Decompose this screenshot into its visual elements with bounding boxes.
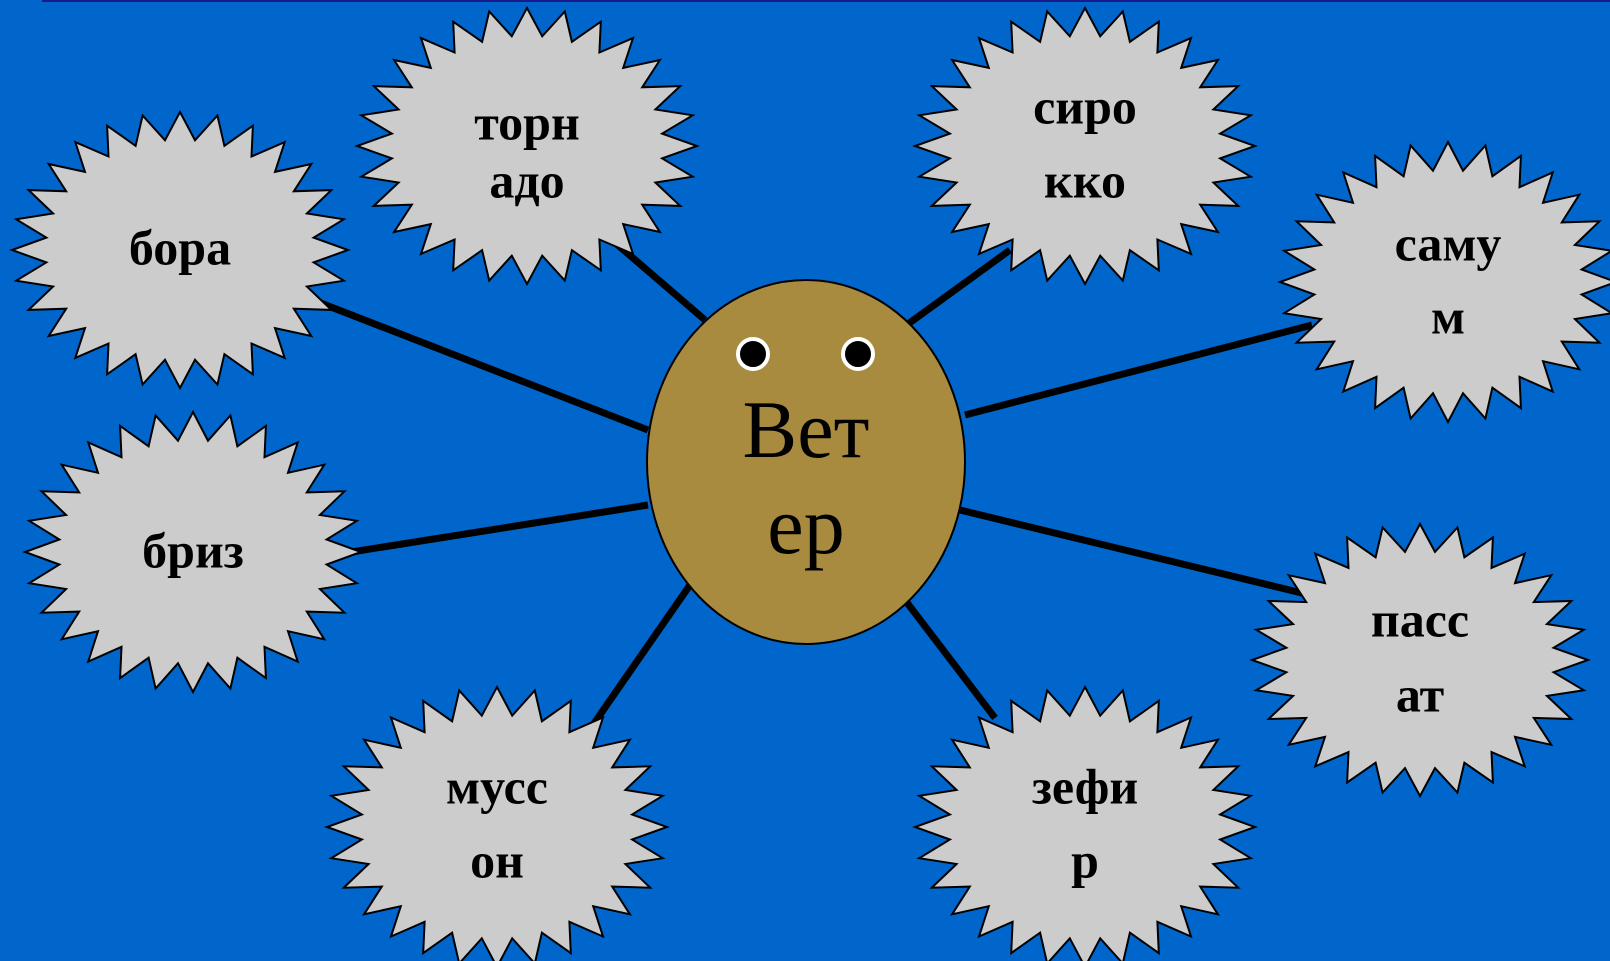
connector-lines bbox=[298, 231, 1313, 734]
burst-label-line: сиро bbox=[1033, 78, 1137, 134]
burst-shape bbox=[912, 5, 1258, 287]
burst-zephyr[interactable]: зефи р bbox=[912, 684, 1258, 961]
burst-shape bbox=[1249, 521, 1591, 799]
center-label-line1: Вет bbox=[743, 384, 870, 475]
center-oval bbox=[646, 279, 966, 645]
left-eye bbox=[736, 337, 770, 371]
center-label-line2: ер bbox=[767, 480, 844, 571]
burst-label-line: ат bbox=[1396, 666, 1444, 722]
burst-label-line: бриз bbox=[142, 522, 244, 578]
burst-tornado[interactable]: торн адо bbox=[354, 5, 700, 287]
center-node[interactable]: Вет ер bbox=[646, 279, 966, 645]
burst-label-line: м bbox=[1431, 288, 1465, 344]
connector-passat bbox=[959, 506, 1311, 599]
burst-label-line: р bbox=[1071, 832, 1099, 888]
burst-label-line: бора bbox=[129, 219, 231, 275]
burst-passat[interactable]: пасс ат bbox=[1249, 521, 1591, 799]
burst-shape bbox=[354, 5, 700, 287]
connector-monsoon bbox=[585, 583, 693, 734]
connector-samum bbox=[964, 321, 1313, 419]
burst-shape bbox=[324, 684, 670, 961]
connector-sirocco bbox=[905, 247, 1013, 327]
burst-samum[interactable]: саму м bbox=[1277, 139, 1610, 425]
burst-label-line: адо bbox=[489, 152, 564, 208]
top-border bbox=[42, 0, 1610, 2]
burst-shape bbox=[1277, 139, 1610, 425]
connector-bora bbox=[298, 291, 650, 434]
burst-label-line: саму bbox=[1395, 215, 1502, 271]
right-eye bbox=[841, 337, 875, 371]
burst-label-line: он bbox=[470, 832, 524, 888]
burst-bora[interactable]: бора bbox=[9, 109, 351, 391]
burst-monsoon[interactable]: мусс он bbox=[324, 684, 670, 961]
burst-shape bbox=[912, 684, 1258, 961]
burst-shape bbox=[22, 409, 364, 695]
connector-breeze bbox=[344, 501, 649, 557]
burst-label-line: пасс bbox=[1371, 591, 1469, 647]
burst-label-line: торн bbox=[474, 94, 580, 150]
burst-label-line: зефи bbox=[1032, 758, 1138, 814]
burst-sirocco[interactable]: сиро кко bbox=[912, 5, 1258, 287]
burst-label-line: мусс bbox=[446, 758, 548, 814]
burst-shape bbox=[9, 109, 351, 391]
burst-label-line: кко bbox=[1044, 152, 1126, 208]
burst-breeze[interactable]: бриз bbox=[22, 409, 364, 695]
connector-zephyr bbox=[902, 597, 998, 721]
